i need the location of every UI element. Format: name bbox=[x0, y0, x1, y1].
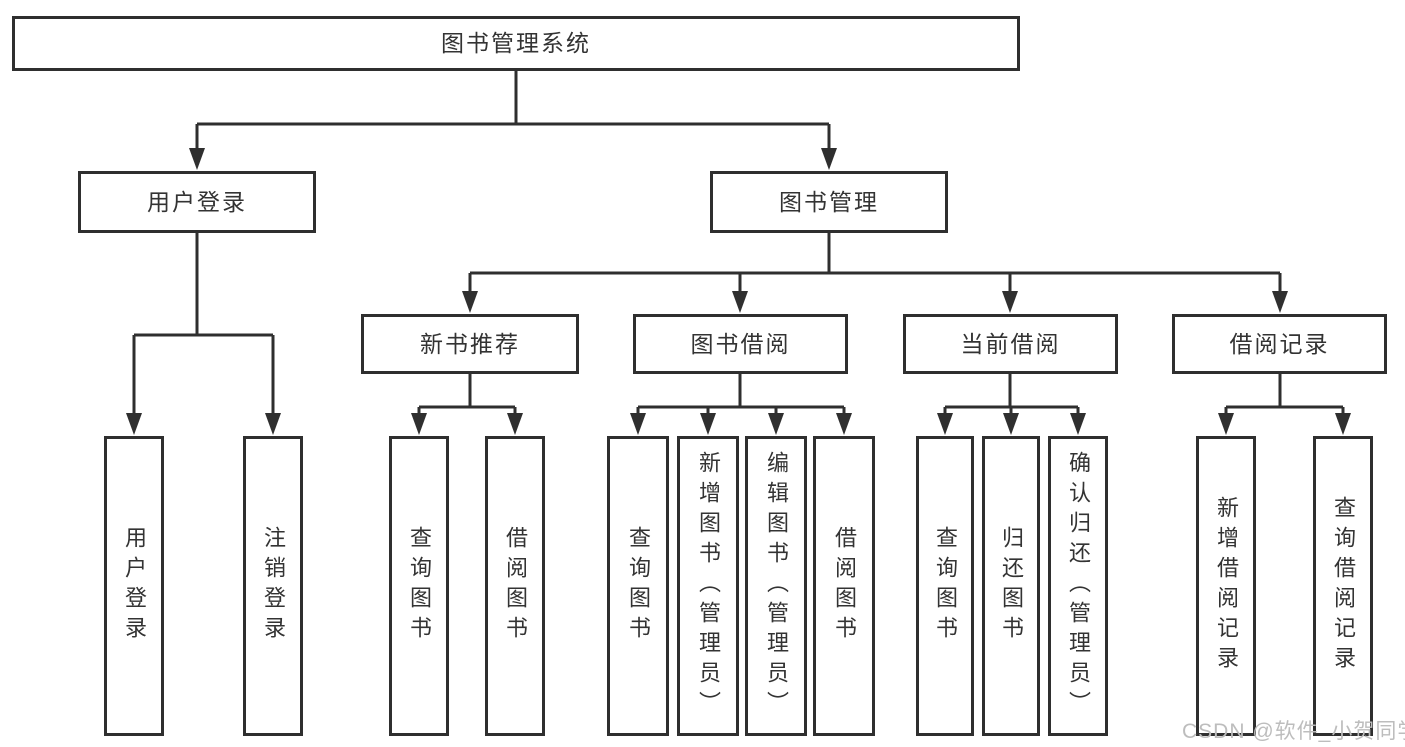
arrowhead-icon bbox=[411, 413, 427, 435]
edge-group-6 bbox=[1224, 374, 1345, 419]
node-label-leaf-add-books-admin: 新增图书（管理员） bbox=[696, 451, 721, 721]
node-leaf-return-books: 归还图书 bbox=[982, 436, 1040, 736]
node-label-book-management: 图书管理 bbox=[779, 188, 879, 215]
node-label-borrowing-records: 借阅记录 bbox=[1229, 330, 1330, 357]
arrowhead-icon bbox=[507, 413, 523, 435]
node-label-leaf-edit-books-admin: 编辑图书（管理员） bbox=[764, 451, 789, 721]
edge-group-5 bbox=[943, 374, 1080, 419]
node-label-leaf-borrow-books-borrowing: 借阅图书 bbox=[832, 526, 857, 646]
node-borrowing-records: 借阅记录 bbox=[1172, 314, 1387, 374]
arrowhead-icon bbox=[1335, 413, 1351, 435]
node-leaf-query-books-current: 查询图书 bbox=[916, 436, 974, 736]
arrowhead-icon bbox=[732, 291, 748, 313]
node-leaf-user-login: 用户登录 bbox=[104, 436, 164, 736]
node-leaf-add-books-admin: 新增图书（管理员） bbox=[677, 436, 739, 736]
edge-group-1 bbox=[132, 233, 275, 419]
arrowhead-icon bbox=[1272, 291, 1288, 313]
arrowhead-icon bbox=[821, 148, 837, 170]
node-label-current-borrowing: 当前借阅 bbox=[960, 330, 1061, 357]
edge-group-2 bbox=[468, 233, 1282, 297]
node-label-root: 图书管理系统 bbox=[441, 30, 591, 56]
node-label-leaf-user-login: 用户登录 bbox=[122, 526, 147, 646]
node-label-new-book-recommend: 新书推荐 bbox=[420, 330, 520, 357]
arrowhead-icon bbox=[265, 413, 281, 435]
node-leaf-edit-books-admin: 编辑图书（管理员） bbox=[745, 436, 807, 736]
arrowhead-icon bbox=[189, 148, 205, 170]
node-label-leaf-add-borrow-record: 新增借阅记录 bbox=[1214, 496, 1239, 676]
arrowhead-icon bbox=[1003, 413, 1019, 435]
edge-group-4 bbox=[636, 374, 846, 419]
node-leaf-add-borrow-record: 新增借阅记录 bbox=[1196, 436, 1256, 736]
node-leaf-query-borrow-record: 查询借阅记录 bbox=[1313, 436, 1373, 736]
arrowhead-icon bbox=[836, 413, 852, 435]
arrowhead-icon bbox=[700, 413, 716, 435]
edge-group-3 bbox=[417, 374, 517, 419]
node-root: 图书管理系统 bbox=[12, 16, 1020, 71]
node-label-leaf-query-borrow-record: 查询借阅记录 bbox=[1331, 496, 1356, 676]
arrowhead-icon bbox=[937, 413, 953, 435]
arrowhead-icon bbox=[462, 291, 478, 313]
node-label-leaf-query-books-current: 查询图书 bbox=[933, 526, 958, 646]
watermark: CSDN @软件_小贺同学 bbox=[1182, 720, 1405, 743]
node-label-user-login: 用户登录 bbox=[147, 188, 247, 215]
node-leaf-logout: 注销登录 bbox=[243, 436, 303, 736]
node-current-borrowing: 当前借阅 bbox=[903, 314, 1118, 374]
node-leaf-confirm-return-admin: 确认归还（管理员） bbox=[1048, 436, 1108, 736]
node-new-book-recommend: 新书推荐 bbox=[361, 314, 579, 374]
arrowhead-icon bbox=[1002, 291, 1018, 313]
arrowhead-icon bbox=[630, 413, 646, 435]
arrowhead-icon bbox=[1070, 413, 1086, 435]
node-label-book-borrowing: 图书借阅 bbox=[690, 330, 791, 357]
arrowhead-icon bbox=[1218, 413, 1234, 435]
node-leaf-borrow-books-recommend: 借阅图书 bbox=[485, 436, 545, 736]
node-label-leaf-query-books-borrowing: 查询图书 bbox=[626, 526, 651, 646]
node-label-leaf-query-books-recommend: 查询图书 bbox=[407, 526, 432, 646]
node-label-leaf-logout: 注销登录 bbox=[261, 526, 286, 646]
node-leaf-borrow-books-borrowing: 借阅图书 bbox=[813, 436, 875, 736]
node-book-management: 图书管理 bbox=[710, 171, 948, 233]
arrowhead-icon bbox=[768, 413, 784, 435]
node-label-leaf-borrow-books-recommend: 借阅图书 bbox=[503, 526, 528, 646]
node-label-leaf-confirm-return-admin: 确认归还（管理员） bbox=[1066, 451, 1091, 721]
node-label-leaf-return-books: 归还图书 bbox=[999, 526, 1024, 646]
node-leaf-query-books-recommend: 查询图书 bbox=[389, 436, 449, 736]
node-user-login: 用户登录 bbox=[78, 171, 316, 233]
node-leaf-query-books-borrowing: 查询图书 bbox=[607, 436, 669, 736]
arrowhead-icon bbox=[126, 413, 142, 435]
node-book-borrowing: 图书借阅 bbox=[633, 314, 848, 374]
edge-group-0 bbox=[195, 71, 831, 154]
